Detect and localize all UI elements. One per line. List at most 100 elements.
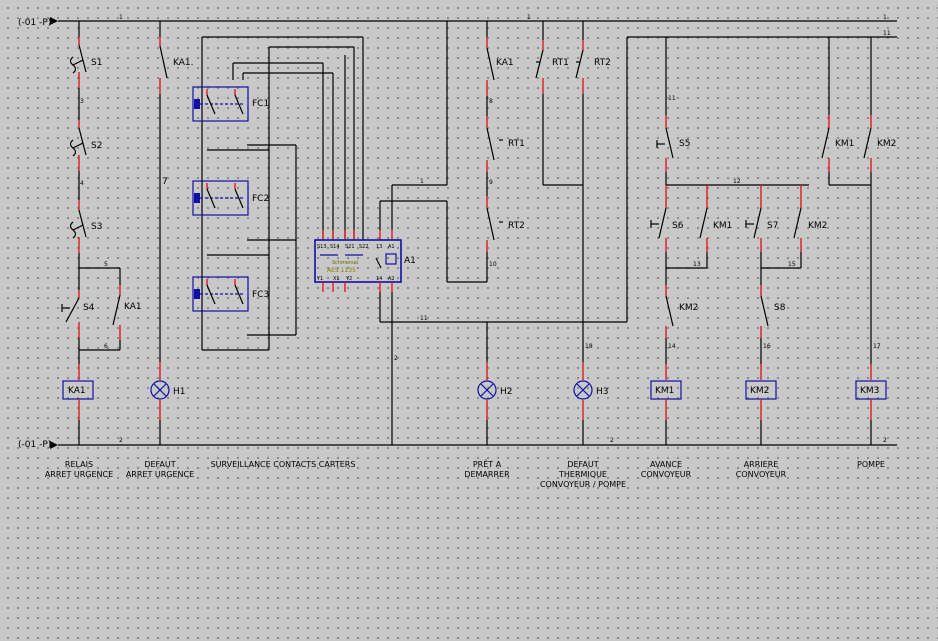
svg-text:DEFAUT: DEFAUT bbox=[144, 460, 175, 469]
svg-text:6: 6 bbox=[104, 343, 108, 350]
bottom-rail-label: (-01 -P) bbox=[18, 440, 51, 450]
ads-brand: Schmersal bbox=[332, 260, 358, 266]
svg-text:9: 9 bbox=[489, 179, 493, 186]
svg-text:S14: S14 bbox=[330, 244, 340, 250]
svg-text:13: 13 bbox=[693, 261, 701, 268]
km3-coil-label: KM3 bbox=[860, 386, 879, 396]
svg-text:8: 8 bbox=[489, 98, 493, 105]
svg-text:5: 5 bbox=[104, 261, 108, 268]
top-rail-label: (-01 -P) bbox=[18, 18, 51, 28]
ka1-coil-label: KA1 bbox=[68, 386, 86, 396]
a1-label: A1 bbox=[404, 256, 416, 266]
svg-text:S22: S22 bbox=[359, 244, 369, 250]
carter-monitoring: FC1 FC2 FC3 S13 S14 S21 S22 13 A1 bbox=[192, 21, 628, 445]
svg-text:13: 13 bbox=[376, 244, 382, 250]
svg-text:SURVEILLANCE CONTACTS CARTERS: SURVEILLANCE CONTACTS CARTERS bbox=[211, 460, 356, 469]
ka1-pret-label: KA1 bbox=[496, 58, 514, 68]
svg-text:2: 2 bbox=[119, 437, 123, 444]
rung-defaut-thermique: RT1 RT2 18 H3 bbox=[535, 21, 611, 445]
s4-label: S4 bbox=[83, 303, 95, 313]
s7-label: S7 bbox=[767, 221, 778, 231]
ads-model: AES 1135 bbox=[327, 267, 356, 274]
svg-text:PRÊT A: PRÊT A bbox=[473, 458, 502, 469]
rt2-label: RT2 bbox=[508, 221, 525, 231]
svg-text:DEMARRER: DEMARRER bbox=[464, 470, 510, 479]
rung-pret-a-demarrer: KA1 8 RT1 9 RT2 10 H2 bbox=[477, 21, 525, 445]
svg-text:17: 17 bbox=[873, 343, 881, 350]
fc2-switch bbox=[192, 180, 249, 216]
ka1-hold-label: KA1 bbox=[124, 302, 142, 312]
ka1-contact-label: KA1. bbox=[173, 58, 194, 68]
svg-text:15: 15 bbox=[788, 261, 796, 268]
s2-label: S2 bbox=[91, 141, 102, 151]
fc3-label: FC3 bbox=[252, 290, 269, 300]
svg-text:Y2: Y2 bbox=[345, 276, 352, 282]
km1-coil-label: KM1 bbox=[655, 386, 674, 396]
s1-label: S1 bbox=[91, 58, 102, 68]
rung-pompe: KM1 KM2 17 KM3 bbox=[821, 37, 896, 445]
svg-text:S13: S13 bbox=[317, 244, 327, 250]
h3-lamp bbox=[573, 380, 593, 400]
fc1-switch bbox=[192, 86, 249, 122]
svg-text:A1: A1 bbox=[388, 244, 395, 250]
km1-pompe-label: KM1 bbox=[835, 139, 854, 149]
ka1-coil bbox=[62, 380, 94, 400]
km2-coil-label: KM2 bbox=[750, 386, 769, 396]
bottom-power-rail: (-01 -P) bbox=[18, 440, 897, 450]
rt1-label: RT1 bbox=[508, 139, 525, 149]
svg-text:POMPE: POMPE bbox=[857, 460, 885, 469]
svg-text:A2: A2 bbox=[388, 276, 395, 282]
svg-text:1: 1 bbox=[119, 14, 123, 21]
h1-label: H1 bbox=[173, 387, 186, 397]
rt2b-label: RT2 bbox=[594, 58, 611, 68]
fc1-label: FC1 bbox=[252, 99, 269, 109]
svg-text:16: 16 bbox=[763, 343, 771, 350]
h2-label: H2 bbox=[500, 387, 513, 397]
ads-module bbox=[314, 239, 402, 283]
svg-text:10: 10 bbox=[489, 261, 497, 268]
fc3-switch bbox=[192, 276, 249, 312]
rung-relais-arret-urgence: S1 3 S2 4 S3 5 KA1 S4 6 bbox=[61, 21, 142, 445]
svg-text:AVANCE: AVANCE bbox=[650, 460, 682, 469]
svg-text:11: 11 bbox=[883, 30, 891, 37]
svg-text:7: 7 bbox=[162, 177, 168, 187]
h2-lamp bbox=[477, 380, 497, 400]
svg-text:Y1: Y1 bbox=[316, 276, 323, 282]
svg-text:X1: X1 bbox=[333, 276, 340, 282]
svg-text:CONVOYEUR: CONVOYEUR bbox=[641, 470, 692, 479]
svg-text:3: 3 bbox=[80, 98, 84, 105]
s3-label: S3 bbox=[91, 222, 102, 232]
rung-avance-arriere: 11 S5 12 S6 KM1 13 KM2 14 KM1 bbox=[650, 37, 827, 445]
svg-text:S21: S21 bbox=[345, 244, 355, 250]
svg-text:1: 1 bbox=[527, 14, 531, 21]
svg-text:12: 12 bbox=[733, 178, 741, 185]
h1-lamp bbox=[150, 380, 170, 400]
svg-text:ARRET URGENCE: ARRET URGENCE bbox=[45, 470, 113, 479]
svg-text:CONVOYEUR: CONVOYEUR bbox=[736, 470, 787, 479]
svg-text:14: 14 bbox=[376, 276, 382, 282]
svg-text:CONVOYEUR / POMPE: CONVOYEUR / POMPE bbox=[540, 480, 626, 489]
svg-text:18: 18 bbox=[585, 343, 593, 350]
km2-pompe-label: KM2 bbox=[877, 139, 896, 149]
fc2-label: FC2 bbox=[252, 194, 269, 204]
captions: RELAIS ARRET URGENCE DEFAUT ARRET URGENC… bbox=[45, 458, 885, 489]
rt1b-label: RT1 bbox=[552, 58, 569, 68]
svg-text:2: 2 bbox=[610, 437, 614, 444]
s8-label: S8 bbox=[774, 303, 786, 313]
svg-text:THERMIQUE: THERMIQUE bbox=[558, 470, 607, 479]
svg-text:1: 1 bbox=[420, 178, 424, 185]
svg-text:14: 14 bbox=[668, 343, 676, 350]
svg-text:1: 1 bbox=[883, 14, 887, 21]
svg-text:4: 4 bbox=[80, 180, 84, 187]
svg-text:11: 11 bbox=[668, 95, 676, 102]
km2-hold-label: KM2 bbox=[808, 221, 827, 231]
km1-hold-label: KM1 bbox=[713, 221, 732, 231]
km2-interlock-label: KM2 bbox=[679, 303, 698, 313]
svg-text:ARRIERE: ARRIERE bbox=[744, 460, 779, 469]
svg-text:RELAIS: RELAIS bbox=[65, 460, 93, 469]
h3-label: H3 bbox=[596, 387, 609, 397]
svg-text:ARRET URGENCE: ARRET URGENCE bbox=[126, 470, 194, 479]
svg-text:2: 2 bbox=[394, 355, 398, 362]
s6-label: S6 bbox=[672, 221, 684, 231]
